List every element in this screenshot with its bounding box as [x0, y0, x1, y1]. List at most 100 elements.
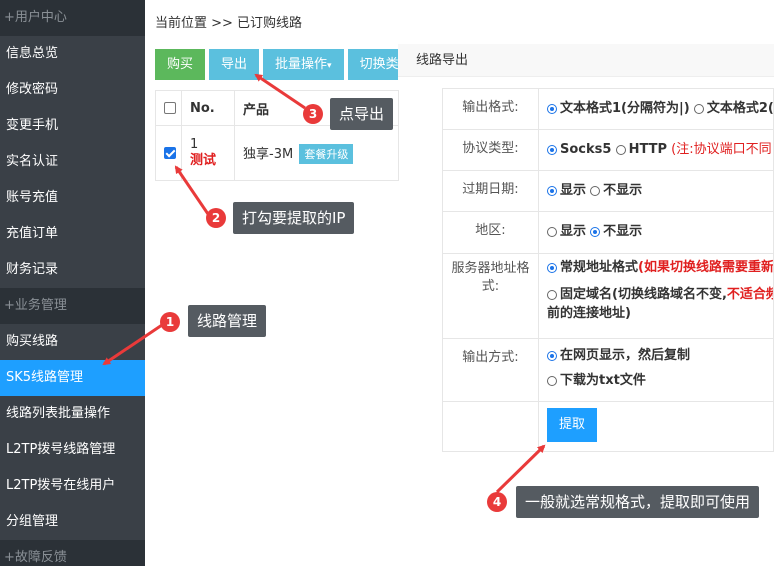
- server-opt1-note: (如果切换线路需要重新导出): [638, 260, 774, 275]
- sidebar-group-business[interactable]: +业务管理: [0, 288, 145, 324]
- format-label: 输出格式:: [442, 88, 539, 130]
- sidebar-item-l2tp-lines[interactable]: L2TP拨号线路管理: [0, 432, 145, 468]
- breadcrumb: 当前位置 >> 已订购线路: [155, 16, 303, 31]
- annotation-number-4: 4: [487, 492, 507, 512]
- output-opt2-label: 下载为txt文件: [560, 373, 646, 388]
- server-opt1-label: 常规地址格式: [560, 260, 639, 275]
- format-radio-2[interactable]: [693, 103, 704, 114]
- submit-label-cell: [442, 401, 539, 452]
- format-opt2-label: 文本格式2(分隔符为:): [706, 101, 774, 116]
- protocol-options: Socks5 HTTP (注:协议端口不同，请注意): [538, 129, 774, 171]
- row-no: 1: [190, 137, 199, 152]
- dialog-title: 线路导出: [398, 44, 774, 77]
- expire-opt2-label: 不显示: [603, 183, 643, 198]
- region-radio-hide[interactable]: [590, 226, 601, 237]
- sidebar-item-change-phone[interactable]: 变更手机: [0, 108, 145, 144]
- annotation-number-2: 2: [206, 208, 226, 228]
- annotation-text-4: 一般就选常规格式，提取即可使用: [516, 486, 760, 518]
- protocol-opt2-label: HTTP: [628, 142, 668, 157]
- select-all-checkbox[interactable]: [164, 102, 176, 114]
- region-options: 显示 不显示: [538, 211, 774, 254]
- server-label: 服务器地址格式:: [442, 253, 539, 339]
- annotation-text-2: 打勾要提取的IP: [233, 202, 355, 234]
- batch-ops-label: 批量操作: [275, 57, 328, 72]
- output-option-2: 下载为txt文件: [547, 368, 765, 393]
- region-opt1-label: 显示: [560, 224, 587, 239]
- annotation-text-3: 点导出: [330, 98, 394, 130]
- region-radio-show[interactable]: [547, 226, 557, 237]
- expire-opt1-label: 显示: [560, 183, 587, 198]
- form-row-output: 输出方式: 在网页显示，然后复制 下载为txt文件: [442, 338, 774, 402]
- sidebar-item-buy-lines[interactable]: 购买线路: [0, 324, 145, 360]
- sidebar-item-groups[interactable]: 分组管理: [0, 504, 145, 540]
- sidebar-item-batch-ops[interactable]: 线路列表批量操作: [0, 396, 145, 432]
- extract-button[interactable]: 提取: [547, 408, 598, 442]
- sidebar-item-change-password[interactable]: 修改密码: [0, 72, 145, 108]
- column-no: No.: [181, 90, 235, 126]
- output-radio-txt[interactable]: [547, 375, 557, 386]
- output-options: 在网页显示，然后复制 下载为txt文件: [538, 338, 774, 402]
- expire-radio-hide[interactable]: [590, 185, 601, 196]
- switch-type-button[interactable]: 切换类型: [347, 49, 398, 80]
- protocol-radio-socks5[interactable]: [547, 144, 557, 155]
- form-row-region: 地区: 显示 不显示: [442, 211, 774, 254]
- upgrade-button[interactable]: 套餐升级: [299, 143, 354, 164]
- expire-radio-show[interactable]: [547, 185, 557, 196]
- form-row-submit: 提取: [442, 401, 774, 452]
- sidebar-item-l2tp-online[interactable]: L2TP拨号在线用户: [0, 468, 145, 504]
- form-row-protocol: 协议类型: Socks5 HTTP (注:协议端口不同，请注意): [442, 129, 774, 171]
- output-label: 输出方式:: [442, 338, 539, 402]
- protocol-note: (注:协议端口不同，请注意): [671, 142, 772, 157]
- server-opt2-line2: 前的连接地址): [547, 306, 631, 321]
- row-product-cell: 独享-3M 套餐升级: [234, 125, 399, 181]
- buy-button[interactable]: 购买: [155, 49, 206, 80]
- expire-label: 过期日期:: [442, 170, 539, 212]
- table-row: 1 测试 独享-3M 套餐升级: [155, 125, 399, 181]
- protocol-radio-http[interactable]: [615, 144, 626, 155]
- output-opt1-label: 在网页显示，然后复制: [560, 348, 691, 363]
- export-button[interactable]: 导出: [209, 49, 260, 80]
- sidebar-item-verification[interactable]: 实名认证: [0, 144, 145, 180]
- server-radio-fixed[interactable]: [547, 289, 557, 300]
- region-opt2-label: 不显示: [603, 224, 643, 239]
- sidebar-item-recharge-orders[interactable]: 充值订单: [0, 216, 145, 252]
- sidebar-item-finance[interactable]: 财务记录: [0, 252, 145, 288]
- row-checkbox[interactable]: [164, 147, 176, 159]
- sidebar-item-sk5-management[interactable]: SK5线路管理: [0, 360, 145, 396]
- protocol-opt1-label: Socks5: [560, 142, 612, 157]
- submit-cell: 提取: [538, 401, 774, 452]
- sidebar-group-feedback[interactable]: +故障反馈: [0, 540, 145, 566]
- annotation-number-3: 3: [303, 104, 323, 124]
- row-product: 独享-3M: [243, 146, 294, 162]
- export-form: 输出格式: 文本格式1(分隔符为|) 文本格式2(分隔符为:) 协议类型: So…: [442, 88, 774, 452]
- output-radio-web[interactable]: [547, 350, 557, 361]
- server-opt2-label: 固定域名(切换线路域名不变,: [560, 287, 727, 302]
- format-radio-1[interactable]: [547, 103, 557, 114]
- sidebar-item-recharge[interactable]: 账号充值: [0, 180, 145, 216]
- sidebar-item-overview[interactable]: 信息总览: [0, 36, 145, 72]
- row-no-cell: 1 测试: [181, 125, 235, 181]
- row-select-cell: [155, 125, 182, 181]
- annotation-text-1: 线路管理: [188, 305, 267, 337]
- output-option-1: 在网页显示，然后复制: [547, 343, 765, 368]
- batch-ops-button[interactable]: 批量操作▾: [263, 49, 344, 80]
- row-note: 测试: [190, 153, 217, 168]
- server-radio-regular[interactable]: [547, 262, 557, 273]
- sidebar-group-user-center[interactable]: +用户中心: [0, 0, 145, 36]
- sidebar: +用户中心 信息总览 修改密码 变更手机 实名认证 账号充值 充值订单 财务记录…: [0, 0, 145, 566]
- protocol-label: 协议类型:: [442, 129, 539, 171]
- form-row-expire: 过期日期: 显示 不显示: [442, 170, 774, 212]
- format-options: 文本格式1(分隔符为|) 文本格式2(分隔符为:): [538, 88, 774, 130]
- select-all-cell: [155, 90, 182, 126]
- form-row-server: 服务器地址格式: 常规地址格式(如果切换线路需要重新导出) 固定域名(切换线路域…: [442, 253, 774, 339]
- expire-options: 显示 不显示: [538, 170, 774, 212]
- format-opt1-label: 文本格式1(分隔符为|): [560, 101, 690, 116]
- server-options: 常规地址格式(如果切换线路需要重新导出) 固定域名(切换线路域名不变,不适合频繁…: [538, 253, 774, 339]
- form-row-format: 输出格式: 文本格式1(分隔符为|) 文本格式2(分隔符为:): [442, 88, 774, 130]
- server-option-1: 常规地址格式(如果切换线路需要重新导出): [547, 258, 773, 277]
- region-label: 地区:: [442, 211, 539, 254]
- caret-down-icon: ▾: [327, 61, 332, 71]
- annotation-number-1: 1: [160, 312, 180, 332]
